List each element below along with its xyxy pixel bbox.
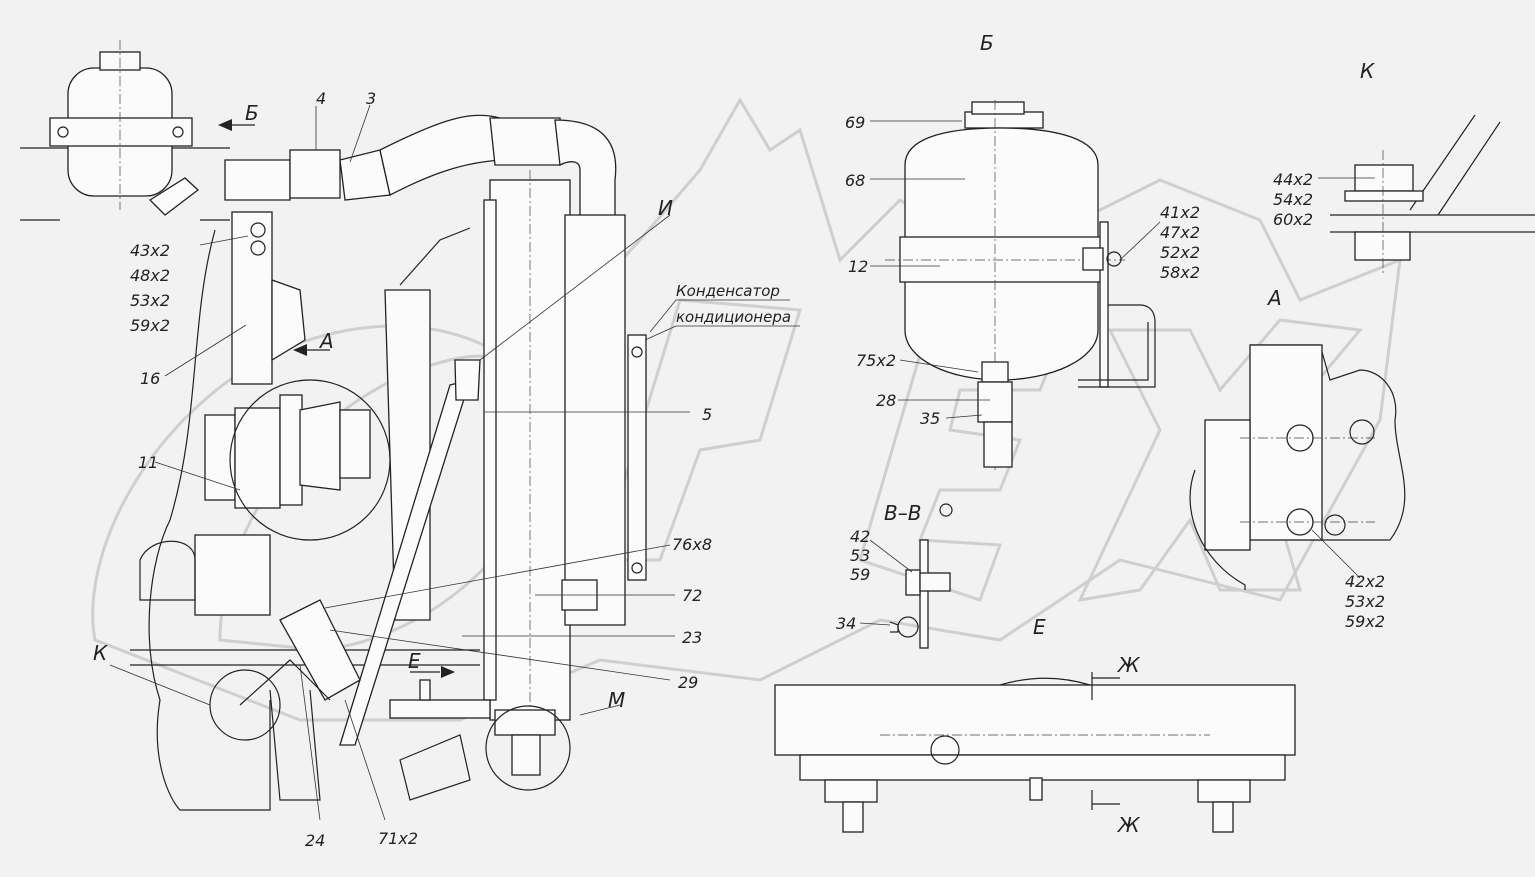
condenser-label-1: Конденсатор — [676, 282, 780, 300]
callout-29: 29 — [678, 673, 698, 692]
view-label-b-top: Б — [245, 101, 259, 125]
view-label-b: Б — [980, 31, 994, 55]
callout-52x2: 52x2 — [1160, 243, 1200, 262]
view-label-k: К — [1360, 59, 1375, 83]
callout-41x2: 41x2 — [1160, 203, 1200, 222]
view-label-a-arrow: А — [318, 329, 334, 353]
callout-76x8: 76x8 — [672, 535, 712, 554]
callout-43x2: 43x2 — [130, 241, 170, 260]
labels: Б Б К К А А И М Е Е В–В Ж Ж 3 4 43x2 48x… — [93, 31, 1385, 850]
callout-59: 59 — [850, 565, 870, 584]
leader-lines-main — [109, 104, 800, 821]
callout-71x2: 71x2 — [378, 829, 418, 848]
callout-28: 28 — [876, 391, 896, 410]
view-k-bolt — [1330, 114, 1535, 275]
callout-53: 53 — [850, 546, 870, 565]
callout-69: 69 — [845, 113, 865, 132]
view-label-e-arrow: Е — [408, 649, 421, 673]
callout-72: 72 — [682, 586, 702, 605]
callout-3: 3 — [366, 89, 376, 108]
leader-a — [1311, 529, 1361, 579]
condenser-label-2: кондиционера — [676, 308, 791, 326]
view-label-e: Е — [1033, 615, 1046, 639]
callout-5: 5 — [702, 405, 712, 424]
main-assembly-view — [20, 40, 647, 811]
callout-23: 23 — [682, 628, 702, 647]
callout-42: 42 — [850, 527, 870, 546]
section-label-zh-bottom: Ж — [1116, 813, 1141, 837]
view-e-base — [774, 672, 1296, 833]
leader-lines-vv — [859, 539, 913, 626]
callout-58x2: 58x2 — [1160, 263, 1200, 282]
callout-42x2: 42x2 — [1345, 572, 1385, 591]
callout-75x2: 75x2 — [856, 351, 896, 370]
callout-11: 11 — [138, 453, 158, 472]
callout-34: 34 — [836, 614, 856, 633]
callout-53x2-a: 53x2 — [1345, 592, 1385, 611]
callout-48x2: 48x2 — [130, 266, 170, 285]
view-arrows — [218, 119, 455, 678]
callout-59x2-a: 59x2 — [1345, 612, 1385, 631]
view-label-m: М — [608, 688, 625, 712]
callout-44x2: 44x2 — [1273, 170, 1313, 189]
callout-4: 4 — [316, 89, 326, 108]
view-label-a: А — [1266, 286, 1282, 310]
callout-53x2: 53x2 — [130, 291, 170, 310]
view-label-i: И — [658, 196, 673, 220]
callout-35: 35 — [920, 409, 940, 428]
view-b-tank — [885, 100, 1156, 470]
callout-60x2: 60x2 — [1273, 210, 1313, 229]
leader-lines-b — [870, 120, 1161, 419]
callout-24: 24 — [305, 831, 325, 850]
callout-12: 12 — [848, 257, 868, 276]
callout-68: 68 — [845, 171, 865, 190]
view-label-k-left: К — [93, 641, 108, 665]
section-label-zh-top: Ж — [1116, 653, 1141, 677]
callout-16: 16 — [140, 369, 160, 388]
callout-47x2: 47x2 — [1160, 223, 1200, 242]
section-vv — [889, 503, 953, 649]
view-a-bracket — [1189, 344, 1406, 590]
callout-59x2: 59x2 — [130, 316, 170, 335]
section-label-vv: В–В — [884, 501, 921, 525]
callout-54x2: 54x2 — [1273, 190, 1313, 209]
